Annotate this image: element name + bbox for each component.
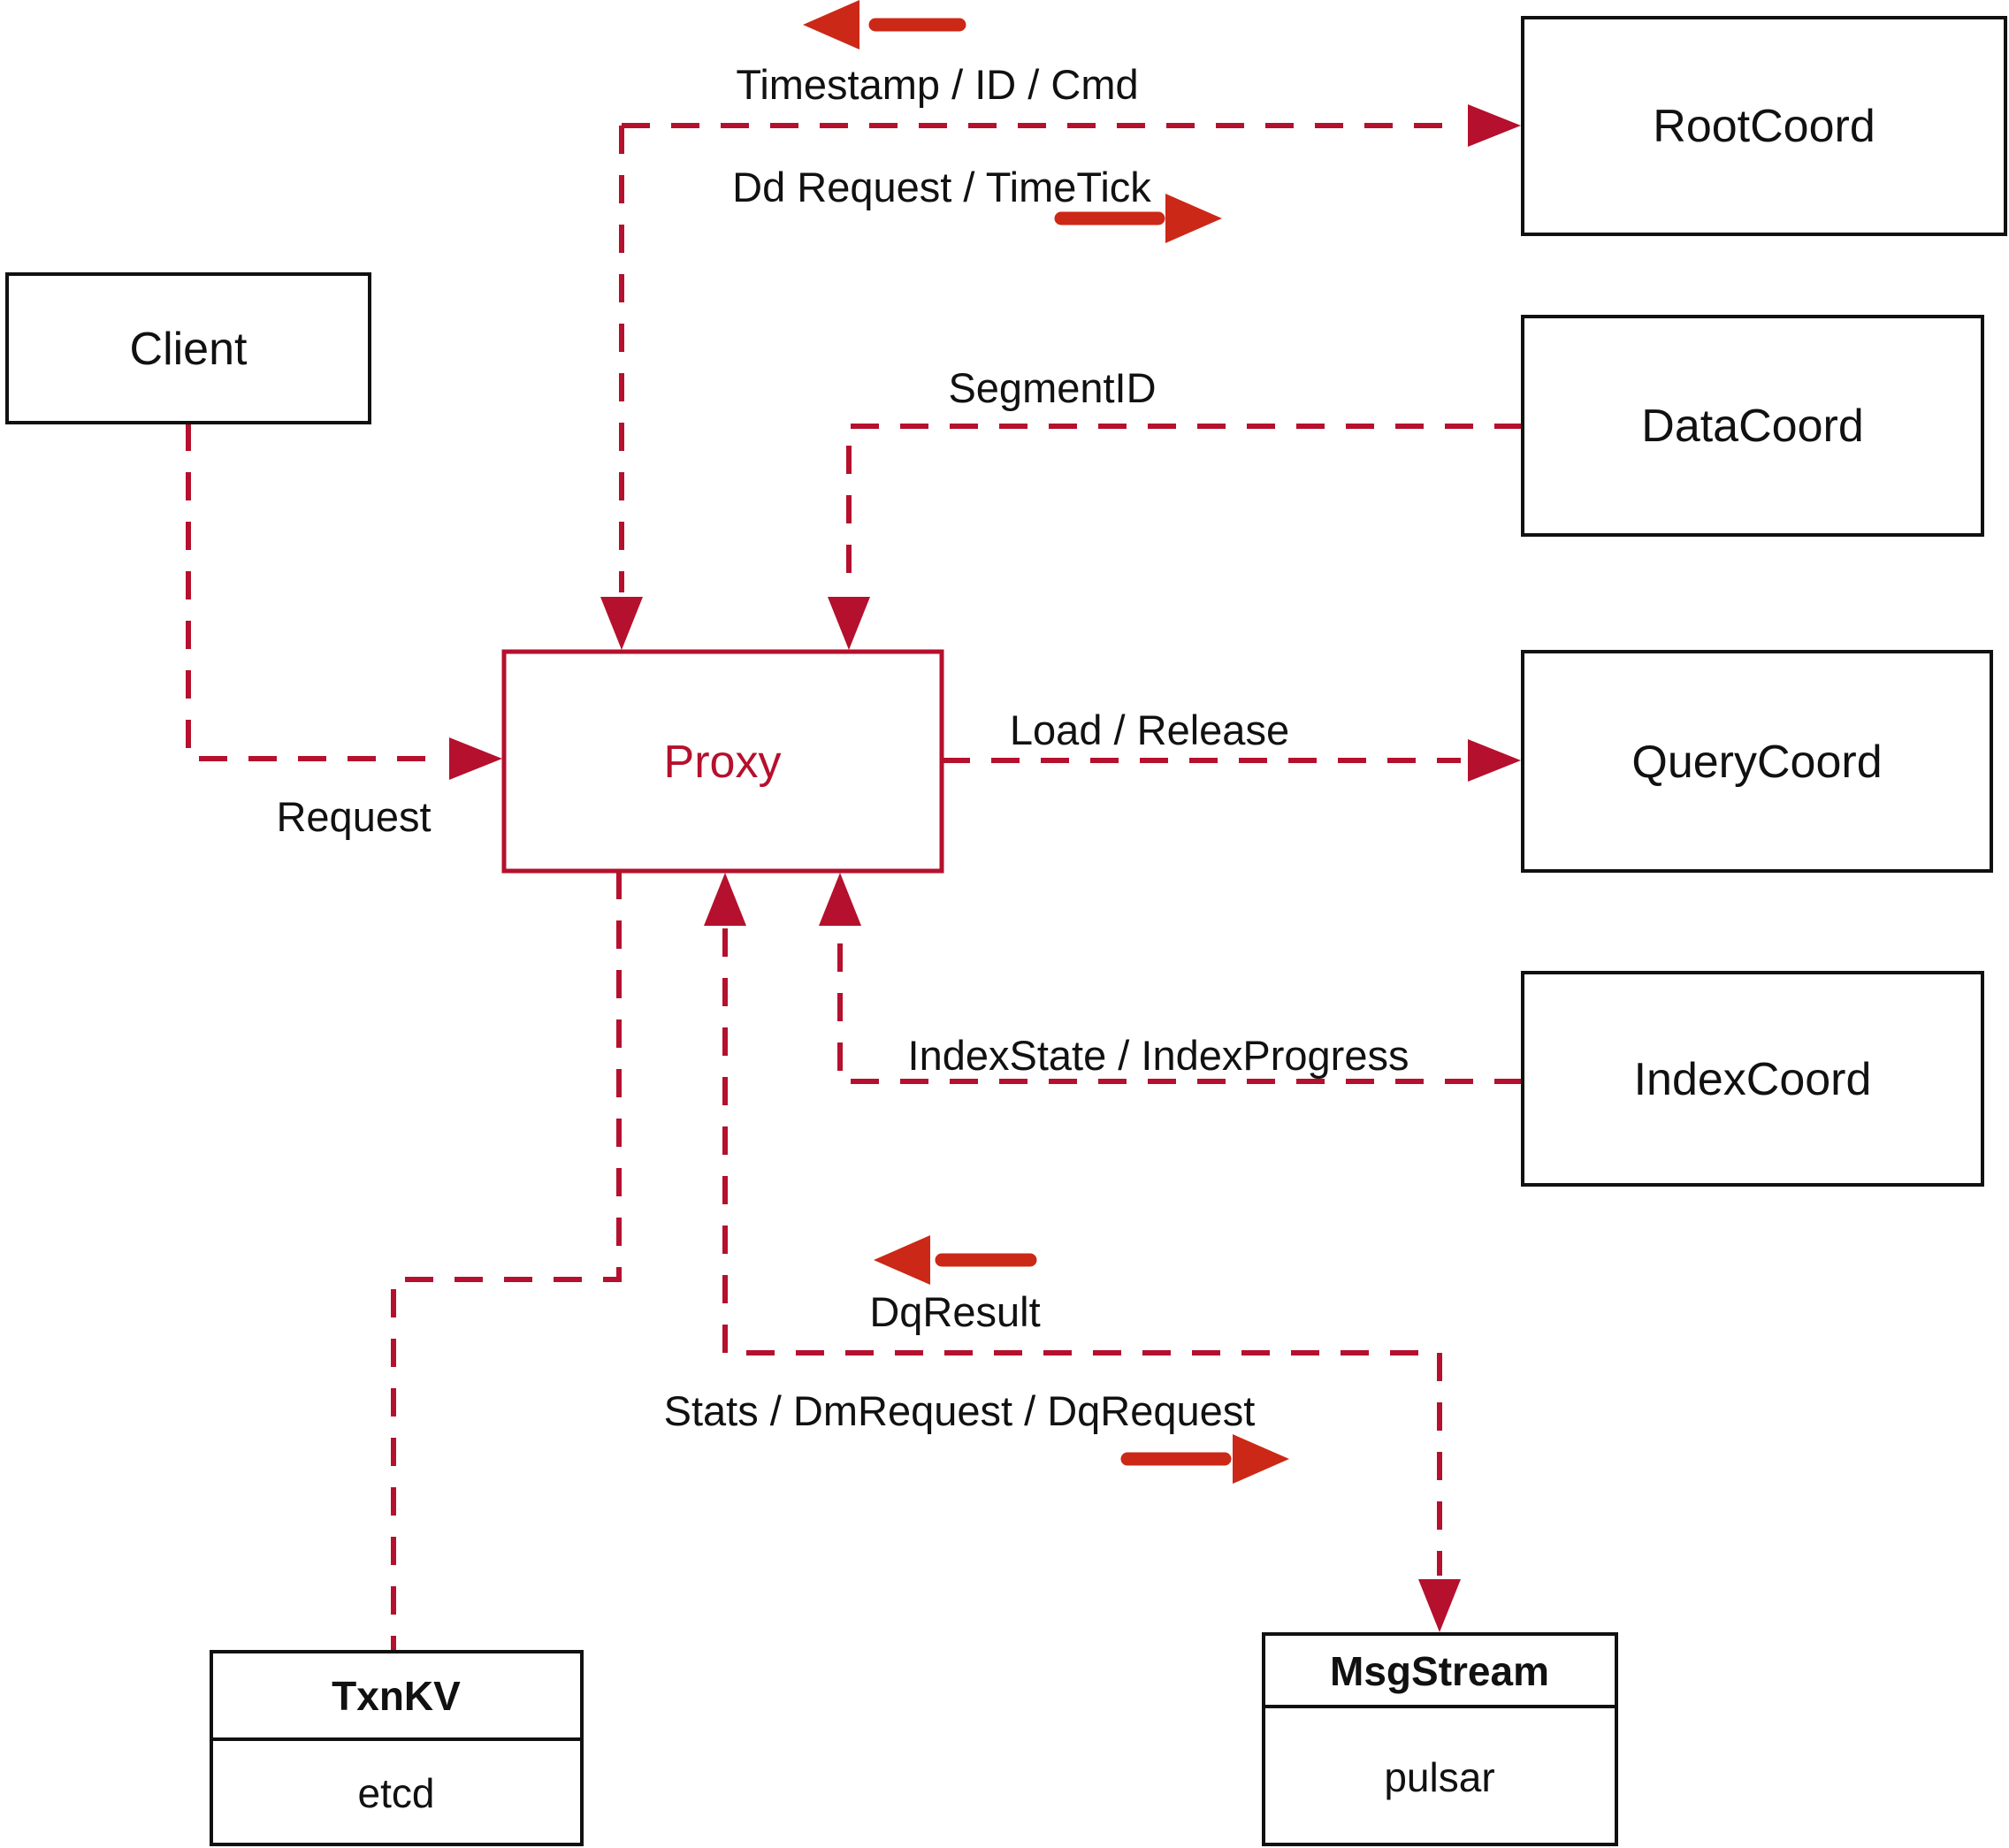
edge-proxy-txnkv-path	[391, 871, 622, 1652]
edge-label-index-state-progress: IndexState / IndexProgress	[908, 1032, 1409, 1079]
node-indexcoord-label: IndexCoord	[1634, 1054, 1872, 1105]
edge-label-dd-request-timetick: Dd Request / TimeTick	[732, 164, 1151, 210]
direction-arrow-left-top-icon	[803, 0, 966, 50]
edge-client-proxy-path	[186, 423, 444, 761]
node-msgstream: MsgStream pulsar	[1262, 1632, 1618, 1846]
arrowhead-into-querycoord-icon	[1468, 739, 1521, 782]
edge-label-load-release: Load / Release	[1010, 706, 1289, 753]
node-txnkv: TxnKV etcd	[210, 1650, 584, 1846]
edge-indexcoord-proxy	[819, 873, 1523, 1084]
arrowhead-into-proxy-bottom-left-icon	[704, 873, 746, 926]
node-client-label: Client	[130, 324, 248, 375]
edge-proxy-msgstream-path	[722, 928, 1442, 1576]
edge-label-stats-dm-dq-request: Stats / DmRequest / DqRequest	[664, 1387, 1256, 1434]
edge-datacoord-proxy	[828, 424, 1523, 650]
direction-arrow-right-ddrequest-icon	[1054, 194, 1222, 243]
direction-arrow-right-stats-icon	[1120, 1434, 1289, 1484]
edge-label-timestamp-id-cmd: Timestamp / ID / Cmd	[736, 61, 1138, 108]
node-client: Client	[5, 272, 371, 424]
edge-label-segment-id: SegmentID	[948, 364, 1156, 411]
edge-client-proxy	[186, 423, 502, 780]
edge-label-dq-result: DqResult	[869, 1288, 1040, 1335]
arrowhead-into-proxy-left-icon	[449, 737, 502, 780]
arrowhead-into-proxy-bottom-right-icon	[819, 873, 861, 926]
node-indexcoord: IndexCoord	[1521, 971, 1984, 1187]
node-msgstream-title: MsgStream	[1330, 1648, 1549, 1694]
edge-datacoord-proxy-path	[846, 424, 1523, 592]
node-proxy-label: Proxy	[664, 737, 782, 788]
edge-proxy-txnkv	[391, 871, 622, 1652]
node-querycoord-label: QueryCoord	[1631, 737, 1882, 788]
node-querycoord: QueryCoord	[1521, 650, 1993, 873]
node-msgstream-impl: pulsar	[1384, 1754, 1494, 1800]
edge-proxy-querycoord	[942, 739, 1521, 782]
edge-label-request: Request	[276, 793, 431, 840]
edge-proxy-msgstream	[704, 873, 1461, 1632]
node-rootcoord-label: RootCoord	[1653, 101, 1875, 152]
node-rootcoord: RootCoord	[1521, 16, 2007, 236]
node-datacoord-label: DataCoord	[1641, 401, 1863, 452]
node-txnkv-title: TxnKV	[332, 1673, 461, 1719]
node-proxy: Proxy	[501, 649, 944, 874]
arrowhead-into-msgstream-icon	[1418, 1579, 1461, 1632]
arrowhead-into-rootcoord-icon	[1468, 104, 1521, 147]
arrowhead-into-proxy-top-right-icon	[828, 597, 870, 650]
node-datacoord: DataCoord	[1521, 315, 1984, 537]
edge-proxy-rootcoord	[600, 104, 1521, 650]
direction-arrow-left-dqresult-icon	[874, 1235, 1037, 1285]
arrowhead-into-proxy-top-left-icon	[600, 597, 643, 650]
node-txnkv-impl: etcd	[358, 1770, 435, 1816]
